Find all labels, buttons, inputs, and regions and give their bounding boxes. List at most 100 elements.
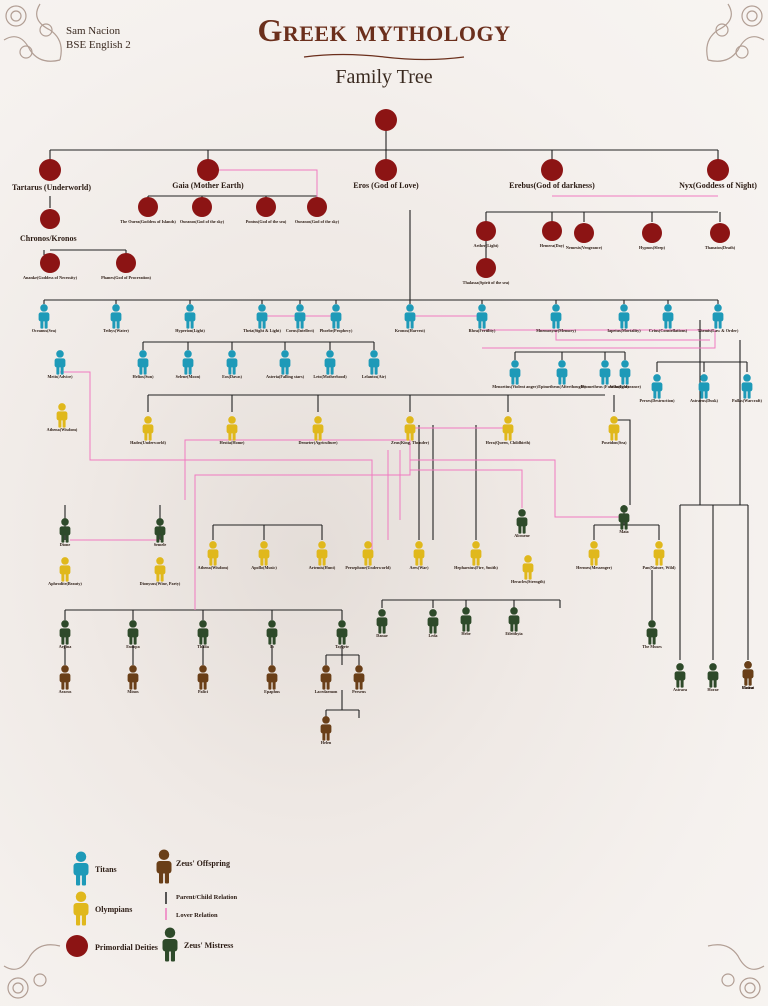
node-label: Atlas(Endurance): [609, 384, 641, 389]
node-label: Dionysus(Wine, Party): [140, 581, 181, 586]
node-label: Persephone(Underworld): [345, 565, 391, 570]
node-hebe: Hebe: [460, 607, 472, 636]
node-nemesis: Nemesis(Vengeance): [566, 223, 603, 250]
node-label: Maia: [619, 529, 629, 534]
node-apollo: Apollo(Music): [251, 541, 277, 570]
primordial-deity-icon: [256, 197, 276, 217]
author-block: Sam Nacion BSE English 2: [66, 24, 131, 52]
mistress-person-icon: [197, 620, 209, 645]
node-atlas: Atlas(Endurance): [609, 360, 642, 389]
node-pan: Pan(Nature, Wild): [642, 541, 676, 570]
titan-person-icon: [651, 374, 663, 399]
mistress-person-icon: [460, 607, 472, 632]
node-label: Ouranos(God of the sky): [295, 219, 340, 224]
primordial-deity-icon: [542, 221, 562, 241]
node-hemera: Hemera(Day): [540, 221, 565, 248]
node-kronos: Kronos(Harvest): [395, 304, 426, 333]
node-hera: Hera(Queen, Childbirth): [486, 416, 531, 445]
node-label: Palici: [198, 689, 209, 694]
olympian-person-icon: [588, 541, 600, 566]
poster-subtitle: Family Tree: [335, 66, 433, 88]
node-zeus: Zeus(King, Thunder): [391, 416, 430, 445]
node-maia: Maia: [618, 505, 630, 534]
node-label: Chronos/Kronos: [20, 234, 77, 243]
node-rhea: Rhea(Fertility): [469, 304, 496, 333]
node-selene: Selene(Moon): [176, 350, 201, 379]
mistress-person-icon: [266, 620, 278, 645]
node-hestia: Hestia(Home): [220, 416, 245, 445]
node-label: Metis(Advice): [47, 374, 73, 379]
node-label: Eos(Dawn): [222, 374, 242, 379]
node-label: Zeus(King, Thunder): [391, 440, 430, 445]
primordial-deity-icon: [192, 197, 212, 217]
mistress-person-icon: [59, 518, 71, 543]
node-artemis: Artemis(Hunt): [309, 541, 336, 570]
node-label: Epaphus: [264, 689, 280, 694]
node-horae: Horae: [707, 663, 719, 692]
node-label: Astraeus(Dusk): [690, 398, 719, 403]
offspring-legend-icon: [156, 849, 172, 884]
olympian-person-icon: [154, 557, 166, 582]
olympian-person-icon: [522, 555, 534, 580]
olympian-person-icon: [316, 541, 328, 566]
node-label: Hades(Underworld): [130, 440, 166, 445]
node-label: Ares(War): [410, 565, 430, 570]
mistress-person-icon: [707, 663, 719, 688]
node-dione: Dione: [59, 518, 71, 547]
mistress-person-icon: [618, 505, 630, 530]
node-label: Iapetus(Mortality): [607, 328, 641, 333]
node-label: Castor: [742, 685, 754, 690]
olympian-person-icon: [142, 416, 154, 441]
poster-title: Greek mythology: [257, 12, 511, 48]
olympian-person-icon: [413, 541, 425, 566]
node-alcmene: Alcmene: [514, 509, 530, 538]
node-label: Semele: [154, 542, 167, 547]
node-leto: Leto(Motherhood): [313, 350, 347, 379]
node-label: Ananke(Goddess of Necessity): [23, 275, 78, 280]
primordial-deity-icon: [375, 159, 397, 181]
titan-person-icon: [110, 304, 122, 329]
offspring-person-icon: [127, 665, 139, 690]
titan-person-icon: [712, 304, 724, 329]
titan-person-icon: [256, 304, 268, 329]
node-muses: The Muses: [642, 620, 662, 649]
node-label: Horae: [707, 687, 718, 692]
titan-person-icon: [619, 360, 631, 385]
offspring-person-icon: [266, 665, 278, 690]
primordial-deity-icon: [476, 221, 496, 241]
node-label: Hemera(Day): [540, 243, 565, 248]
node-metis: Metis(Advice): [47, 350, 73, 379]
floral-corner-bottom-right: [707, 944, 765, 999]
node-label: Tartarus (Underworld): [12, 183, 91, 192]
node-perseus: Perseus: [352, 665, 366, 694]
titan-person-icon: [279, 350, 291, 375]
node-label: Nyx(Goddess of Night): [679, 181, 757, 190]
mistress-person-icon: [508, 607, 520, 632]
node-label: Moirai: [742, 685, 755, 690]
mistress-person-icon: [376, 609, 388, 634]
node-semele: Semele: [154, 518, 167, 547]
node-lacedaemon: Lacedaemon: [315, 665, 338, 694]
node-label: Crius(Constellations): [649, 328, 688, 333]
node-europa: Europa: [126, 620, 141, 649]
node-thanatos: Thanatos(Death): [705, 223, 736, 250]
titan-person-icon: [618, 304, 630, 329]
node-aeacus: Aeacus: [59, 665, 72, 694]
mistress-person-icon: [516, 509, 528, 534]
node-persephone: Persephone(Underworld): [345, 541, 391, 570]
node-label: Lelantos(Air): [362, 374, 387, 379]
node-label: Gaia (Mother Earth): [172, 181, 244, 190]
titan-person-icon: [698, 374, 710, 399]
olympian-person-icon: [608, 416, 620, 441]
node-chronos: Chronos/Kronos: [20, 209, 77, 243]
node-label: Leto(Motherhood): [313, 374, 347, 379]
node-eileithyia: Eileithyia: [505, 607, 524, 636]
offspring-person-icon: [353, 665, 365, 690]
node-gaia: Gaia (Mother Earth): [172, 159, 244, 190]
node-label: The Muses: [642, 644, 662, 649]
node-theia: Theia(Sight & Light): [243, 304, 281, 333]
floral-corner-top-right: [706, 3, 765, 62]
node-epaphus: Epaphus: [264, 665, 280, 694]
node-ares: Ares(War): [410, 541, 430, 570]
titan-legend-icon: [73, 851, 89, 886]
